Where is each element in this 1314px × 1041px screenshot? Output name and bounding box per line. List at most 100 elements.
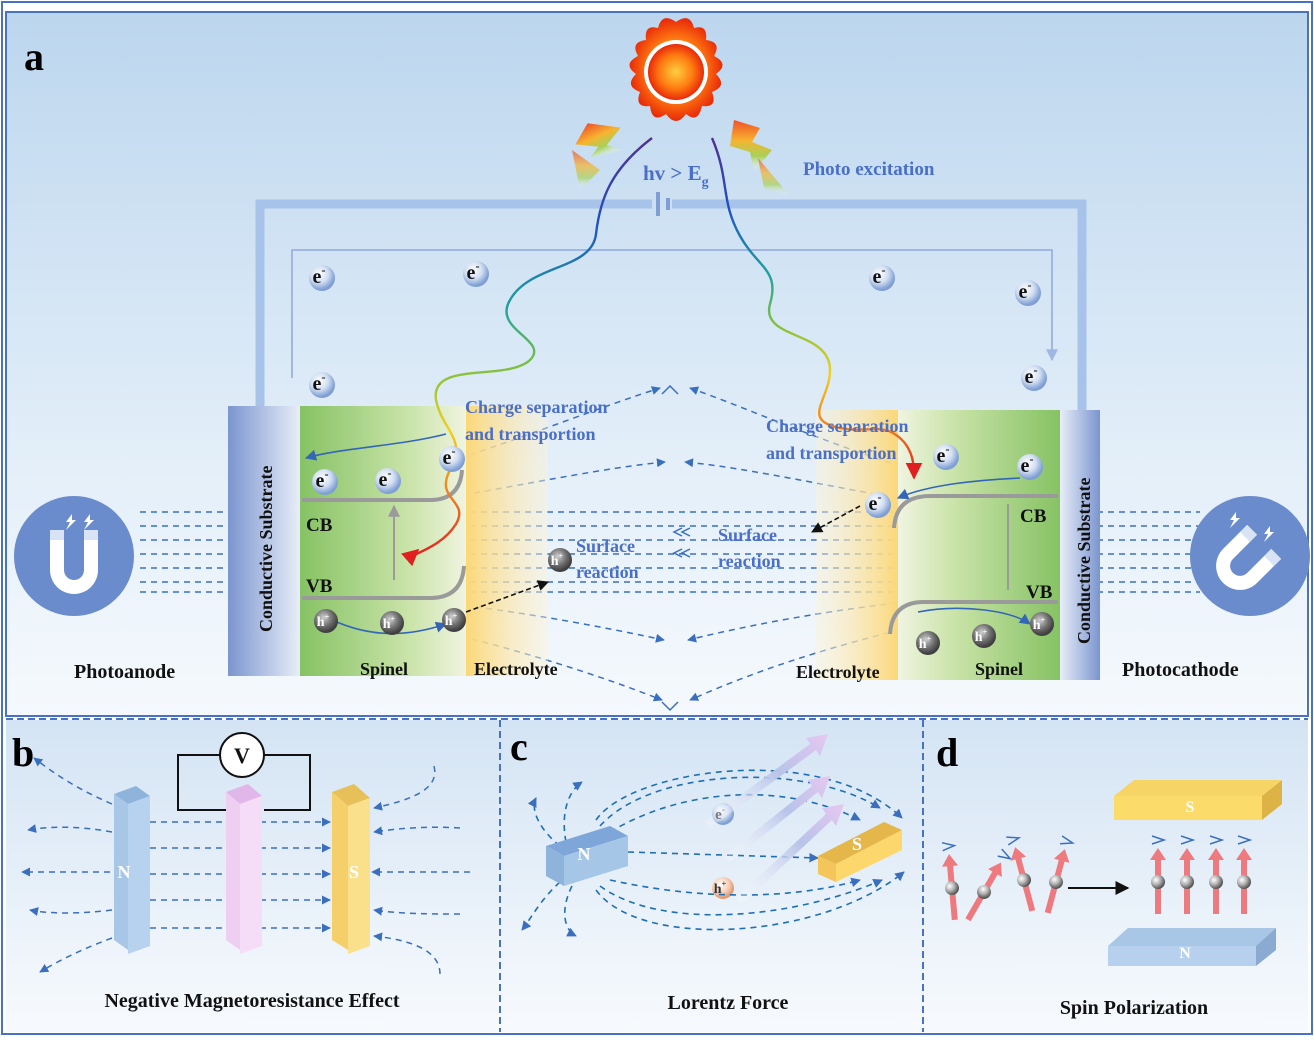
panel-b: b V N [12, 730, 470, 1012]
right-hole-transport-arrow [917, 607, 1031, 625]
right-charge-sep-line2: and transportion [766, 443, 897, 463]
electron-6: e- [312, 467, 338, 495]
left-electron-transport-arrow [304, 433, 447, 461]
spin-3 [1044, 835, 1075, 914]
left-surface-label-1: Surface [576, 536, 635, 556]
right-substrate-label: Conductive Substrate [1074, 477, 1094, 644]
right-electron-transport-arrow [896, 477, 1021, 500]
panel-d-south-plate: S [1114, 780, 1282, 820]
light-ray-right [710, 137, 916, 477]
panel-d-north-plate: N [1108, 928, 1276, 966]
light-flash-left-tail-icon [572, 150, 600, 190]
right-electrolyte-label: Electrolyte [796, 662, 880, 682]
panel-b-sample-plate [226, 784, 262, 954]
electron-2: e- [309, 370, 335, 398]
right-surface-reaction-arrow [811, 505, 861, 533]
left-spinel-label: Spinel [360, 659, 408, 679]
light-flash-right-tail-icon [758, 158, 790, 196]
electron-11: e- [865, 490, 891, 518]
panel-c-caption: Lorentz Force [668, 992, 789, 1014]
light-ray-left [411, 137, 653, 558]
light-flash-right-icon [730, 120, 772, 172]
spin-0 [941, 841, 959, 921]
spin-4 [1150, 835, 1167, 914]
panel-b-north-plate: N [114, 786, 150, 954]
panel-bcd-frame [6, 720, 1308, 1032]
left-substrate-label: Conductive Substrate [256, 465, 276, 632]
right-cb-label: CB [1020, 506, 1047, 527]
hole-1: h+ [380, 611, 404, 635]
panel-a-frame [5, 11, 1309, 717]
left-cb-band [302, 469, 464, 502]
left-surface-reaction-arrow [465, 580, 550, 613]
electron-1: e- [463, 259, 489, 287]
panel-b-caption: Negative Magnetoresistance Effect [104, 990, 399, 1012]
hole-4: h+ [916, 631, 940, 655]
photoanode-label: Photoanode [74, 661, 175, 683]
panel-c-north-magnet: N [546, 826, 628, 886]
electron-9: e- [933, 442, 959, 470]
electron-10: e- [1017, 452, 1043, 480]
voltmeter-icon [219, 732, 265, 778]
light-ray-left-head [401, 548, 420, 567]
right-spinel-label: Spinel [975, 659, 1023, 679]
right-vb-band [888, 600, 1058, 635]
electron-7: e- [375, 466, 401, 494]
right-vb-label: VB [1026, 582, 1053, 603]
spin-1 [965, 848, 1013, 922]
hole-3: h+ [548, 548, 572, 572]
panel-d-caption: Spin Polarization [1060, 997, 1208, 1019]
hole-5: h+ [972, 624, 996, 648]
panel-c-north-label: N [578, 844, 591, 864]
spin-5 [1179, 835, 1196, 914]
hole-0: h+ [314, 609, 338, 633]
electron-8: e- [439, 444, 465, 472]
right-charge-sep-line1: Charge separation [766, 416, 909, 436]
panel-c-south-magnet: S [818, 822, 902, 882]
electron-3: e- [869, 263, 895, 291]
spin-6 [1208, 835, 1225, 914]
left-vb-label: VB [306, 576, 333, 597]
panel-d: d S N Spin Polarization [936, 730, 1282, 1019]
panel-a: a hv > Eg Photo excitation [14, 18, 1310, 899]
left-charge-sep-line1: Charge separation [465, 397, 608, 417]
panel-d-north-label: N [1179, 945, 1191, 962]
magnet-right-icon [1190, 496, 1310, 616]
left-cb-label: CB [306, 515, 333, 536]
panel-c-letter: c [510, 724, 528, 769]
spin-7 [1236, 835, 1253, 914]
photon-energy-label: hv > Eg [643, 161, 709, 190]
electron-5: e- [1021, 363, 1047, 391]
inner-electron-flow-line [291, 249, 1058, 378]
hole-2: h+ [442, 608, 466, 632]
electron-0: e- [309, 263, 335, 291]
panel-b-north-label: N [118, 862, 131, 882]
left-electrolyte-label: Electrolyte [474, 659, 558, 679]
photoanode-cell: Conductive Substrate CB VB Spinel Electr… [228, 406, 558, 679]
panel-b-south-plate: S [332, 784, 370, 954]
spin-2 [1006, 836, 1036, 912]
left-vb-band [302, 565, 466, 600]
photocathode-label: Photocathode [1122, 659, 1239, 681]
outer-circuit-wire [255, 199, 1087, 410]
magnet-left-icon [14, 496, 134, 616]
right-surface-label-2: reaction [718, 551, 781, 571]
charge-carriers: e-e-e-e-e-e-e-e-e-e-e-e-h+h+h+h+h+h+h+e-… [309, 259, 1054, 899]
sun-icon [629, 18, 723, 121]
hole-6: h+ [1030, 612, 1054, 636]
lorentz-force-arrows [704, 734, 844, 904]
light-flash-left-icon [575, 123, 625, 158]
voltmeter-circuit: V [177, 732, 311, 811]
photo-excitation-label: Photo excitation [803, 159, 935, 180]
panel-d-letter: d [936, 730, 958, 775]
panel-c-south-label: S [852, 834, 862, 854]
left-electrolyte [466, 406, 548, 676]
right-cb-band [892, 494, 1058, 529]
panel-a-letter: a [24, 34, 44, 79]
panel-b-south-label: S [349, 862, 359, 882]
panel-c-hole: h+ [712, 877, 734, 899]
panel-c: c N S [510, 724, 905, 937]
electron-4: e- [1015, 278, 1041, 306]
